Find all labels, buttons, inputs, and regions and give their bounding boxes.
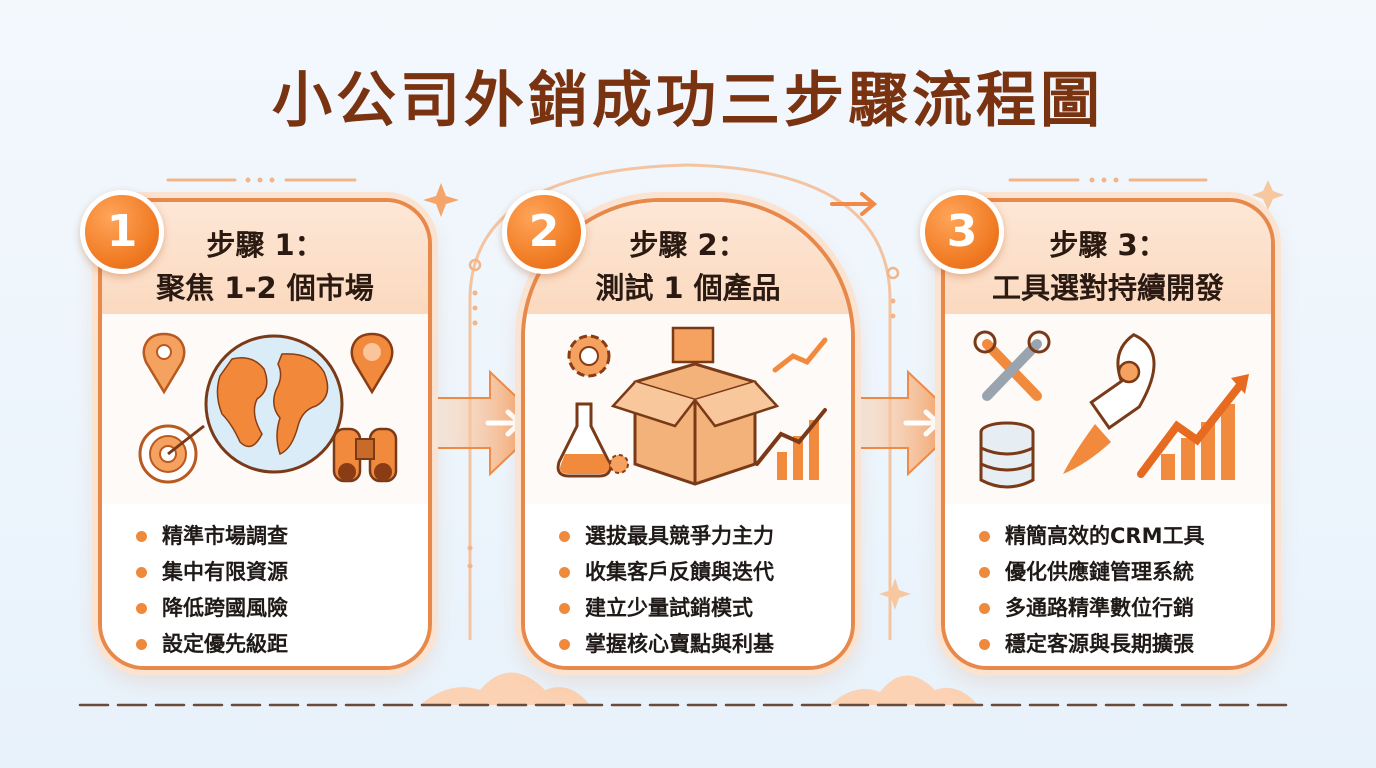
map-pin-icon (350, 332, 394, 395)
step-title: 步驟 1： 聚焦 1-2 個市場 (156, 228, 374, 305)
step-illustration (945, 314, 1271, 504)
list-item: 多通路精準數位行銷 (979, 590, 1271, 626)
list-item: 掌握核心賣點與利基 (559, 626, 851, 662)
step-card-1: 步驟 1： 聚焦 1-2 個市場 (98, 198, 432, 670)
list-item: 收集客戶反饋與迭代 (559, 554, 851, 590)
list-item: 精簡高效的CRM工具 (979, 518, 1271, 554)
list-item: 優化供應鏈管理系統 (979, 554, 1271, 590)
step-number-badge: 2 (502, 190, 586, 274)
step-title: 步驟 3： 工具選對持續開發 (991, 228, 1224, 305)
step-arrow-1-2 (428, 369, 546, 477)
rocket-icon (1063, 333, 1156, 474)
step-bullet-list: 精準市場調查 集中有限資源 降低跨國風險 設定優先級距 (102, 504, 428, 666)
wrench-icon (973, 330, 1051, 401)
rising-chart-icon (1137, 374, 1249, 480)
list-item: 選拔最具競爭力主力 (559, 518, 851, 554)
target-icon (138, 424, 205, 484)
step-illustration (525, 314, 851, 504)
step-arrow-2-3 (846, 369, 964, 477)
step-card-2: 步驟 2： 測試 1 個產品 (521, 198, 855, 670)
list-item: 降低跨國風險 (136, 590, 428, 626)
step-bullet-list: 精簡高效的CRM工具 優化供應鏈管理系統 多通路精準數位行銷 穩定客源與長期擴張 (945, 504, 1271, 666)
step-illustration (102, 314, 428, 504)
growth-chart-icon (755, 337, 828, 480)
database-icon (979, 421, 1035, 489)
step-card-header: 步驟 3： 工具選對持續開發 (945, 202, 1271, 314)
flask-icon (556, 402, 629, 478)
globe-icon (204, 334, 344, 474)
step-number-badge: 3 (920, 190, 1004, 274)
box-icon (610, 326, 780, 486)
map-pin-icon (142, 332, 186, 395)
binoculars-icon (332, 427, 398, 483)
list-item: 建立少量試銷模式 (559, 590, 851, 626)
list-item: 集中有限資源 (136, 554, 428, 590)
step-bullet-list: 選拔最具競爭力主力 收集客戶反饋與迭代 建立少量試銷模式 掌握核心賣點與利基 (525, 504, 851, 666)
step-card-3: 步驟 3： 工具選對持續開發 (941, 198, 1275, 670)
step-number-badge: 1 (80, 190, 164, 274)
step-title: 步驟 2： 測試 1 個產品 (595, 228, 781, 305)
list-item: 設定優先級距 (136, 626, 428, 662)
gear-icon (567, 334, 611, 378)
page-title: 小公司外銷成功三步驟流程圖 (272, 66, 1104, 136)
list-item: 精準市場調查 (136, 518, 428, 554)
list-item: 穩定客源與長期擴張 (979, 626, 1271, 662)
